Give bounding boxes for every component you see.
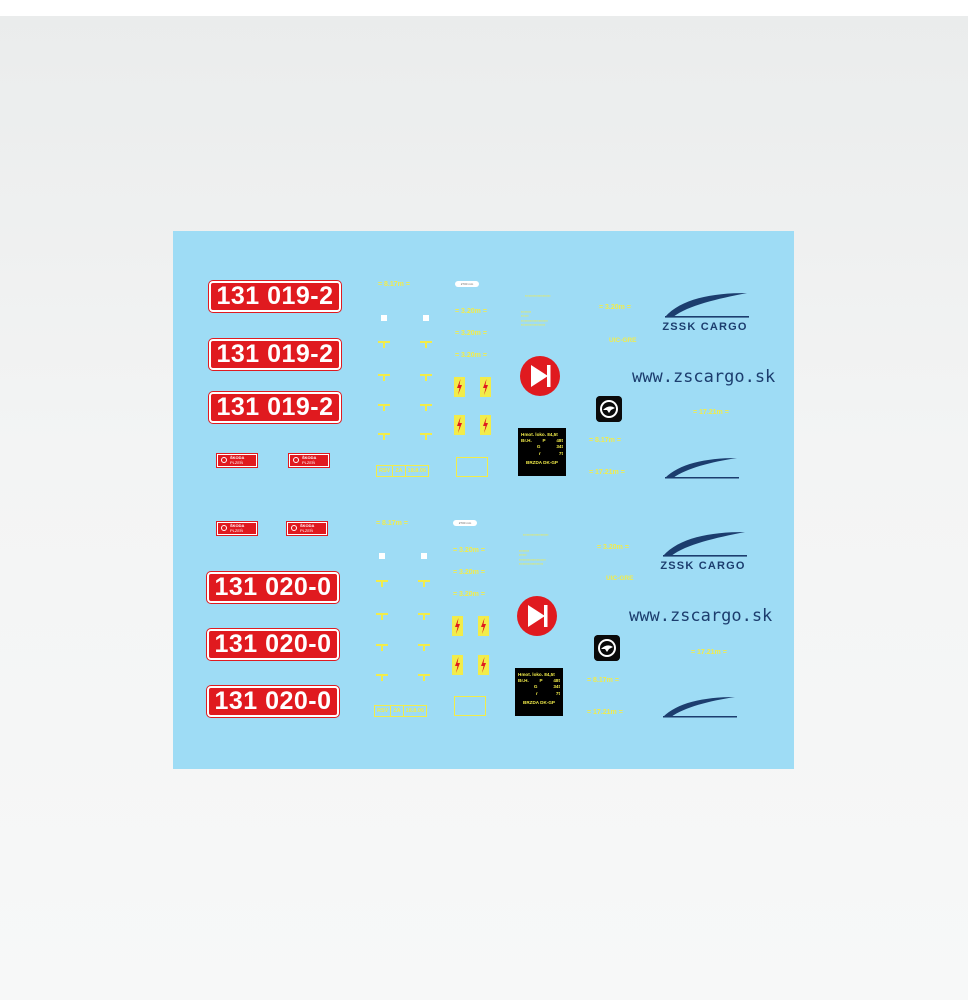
number-plate: 131 019-2: [209, 392, 341, 423]
dimension-label: = 3.20m =: [455, 330, 487, 337]
zssk-swoosh-icon: [663, 532, 747, 557]
lightning-icon: [454, 415, 465, 435]
tick-mark: [420, 341, 432, 349]
lightning-icon: [452, 616, 463, 636]
decal-sheet: 131 019-2 131 019-2 131 019-2 ŠKODA PLZE…: [173, 231, 794, 769]
maker-plate-place: PLZEŇ: [302, 460, 315, 465]
lightning-icon: [478, 655, 489, 675]
tick-mark: [376, 580, 388, 588]
brand-name: ZSSK CARGO: [662, 321, 748, 333]
website-url: www.zscargo.sk: [629, 606, 773, 626]
tick-mark: [376, 613, 388, 621]
fine-print: ▪▪▪▪▪▪▪▪▪▪▪▪▪▪▪▪▪▪▪▪: [523, 533, 549, 537]
fine-print: ▪▪▪▪▪▪▪▪▪▪▪▪▪▪▪▪▪▪▪▪▪▪▪▪▪▪▪▪▪▪▪▪▪▪▪▪▪▪▪▪…: [521, 310, 548, 328]
uic-label: UIC-GRE: [609, 337, 637, 344]
lightning-icon: [480, 377, 491, 397]
tick-mark: [420, 404, 432, 412]
tick-mark: [418, 644, 430, 652]
tick-mark: [378, 433, 390, 441]
maker-plate: ŠKODA PLZEŇ: [289, 454, 329, 467]
white-tag: 2700 mm: [453, 520, 477, 526]
skoda-mini-icon: [293, 457, 299, 463]
number-plate: 131 019-2: [209, 281, 341, 312]
grid-box: [456, 457, 488, 477]
number-plate: 131 020-0: [207, 572, 339, 603]
white-tag: 2700 mm: [455, 281, 479, 287]
skoda-logo-icon: [596, 396, 622, 422]
white-marker: [421, 553, 427, 559]
maker-plate-place: PLZEŇ: [300, 528, 313, 533]
dimension-label: = 3.20m =: [453, 569, 485, 576]
number-plate: 131 020-0: [207, 686, 339, 717]
white-marker: [379, 553, 385, 559]
maker-plate-brand: ŠKODA: [302, 455, 317, 460]
maker-plate: ŠKODA PLZEŇ: [217, 454, 257, 467]
skoda-mini-icon: [291, 525, 297, 531]
dimension-label: = 3.20m =: [453, 591, 485, 598]
dimension-label: = 17.21m =: [691, 649, 727, 656]
maker-plate-place: PLZEŇ: [230, 460, 243, 465]
brand-name: ZSSK CARGO: [660, 560, 746, 572]
white-marker: [381, 315, 387, 321]
number-plate: 131 020-0: [207, 629, 339, 660]
dimension-label: = 17.21m =: [589, 469, 625, 476]
skoda-mini-icon: [221, 525, 227, 531]
top-band: [0, 0, 968, 16]
maker-plate-brand: ŠKODA: [300, 523, 315, 528]
dimension-label: = 17.21m =: [693, 409, 729, 416]
uic-label: UIC-GRE: [606, 575, 634, 582]
dimension-label: = 8.17m =: [587, 677, 619, 684]
maker-plate-brand: ŠKODA: [230, 455, 245, 460]
diode-symbol-icon: [520, 356, 560, 396]
tick-mark: [418, 674, 430, 682]
lightning-icon: [478, 616, 489, 636]
tick-mark: [378, 341, 390, 349]
number-plate: 131 019-2: [209, 339, 341, 370]
tick-mark: [418, 580, 430, 588]
dimension-label: = 3.20m =: [455, 308, 487, 315]
skoda-logo-icon: [594, 635, 620, 661]
skoda-mini-icon: [221, 457, 227, 463]
maker-plate-brand: ŠKODA: [230, 523, 245, 528]
dimension-label: = 3.20m =: [597, 544, 629, 551]
zssk-cargo-logo: ZSSK CARGO: [657, 530, 749, 576]
fine-print: ▪▪▪▪▪▪▪▪▪▪▪▪▪▪▪▪▪▪▪▪▪▪▪▪▪▪▪▪▪▪▪▪▪▪▪▪▪▪▪▪…: [519, 549, 546, 567]
lightning-icon: [480, 415, 491, 435]
tick-mark: [420, 433, 432, 441]
lightning-icon: [452, 655, 463, 675]
maker-plate: ŠKODA PLZEŇ: [217, 522, 257, 535]
fine-print: ▪▪▪▪▪▪▪▪▪▪▪▪▪▪▪▪▪▪▪▪: [525, 294, 551, 298]
tick-mark: [420, 374, 432, 382]
dimension-label: = 3.20m =: [599, 304, 631, 311]
dimension-label: = 3.20m =: [453, 547, 485, 554]
tick-mark: [376, 674, 388, 682]
diode-symbol-icon: [517, 596, 557, 636]
dimension-label: = 8.17m =: [376, 520, 408, 527]
dimension-label: = 3.20m =: [455, 352, 487, 359]
tick-mark: [378, 374, 390, 382]
white-marker: [423, 315, 429, 321]
maker-plate-place: PLZEŇ: [230, 528, 243, 533]
zssk-cargo-logo: ZSSK CARGO: [659, 291, 751, 337]
lightning-icon: [454, 377, 465, 397]
zssk-swoosh-icon: [665, 458, 739, 479]
zssk-swoosh-icon: [663, 697, 737, 718]
website-url: www.zscargo.sk: [632, 367, 776, 387]
grid-box: [454, 696, 486, 716]
dimension-label: = 8.17m =: [378, 281, 410, 288]
zssk-swoosh-icon: [665, 293, 749, 318]
dimension-label: = 17.21m =: [587, 709, 623, 716]
tick-mark: [378, 404, 390, 412]
tick-mark: [376, 644, 388, 652]
dimension-label: = 8.17m =: [589, 437, 621, 444]
maker-plate: ŠKODA PLZEŇ: [287, 522, 327, 535]
tick-mark: [418, 613, 430, 621]
